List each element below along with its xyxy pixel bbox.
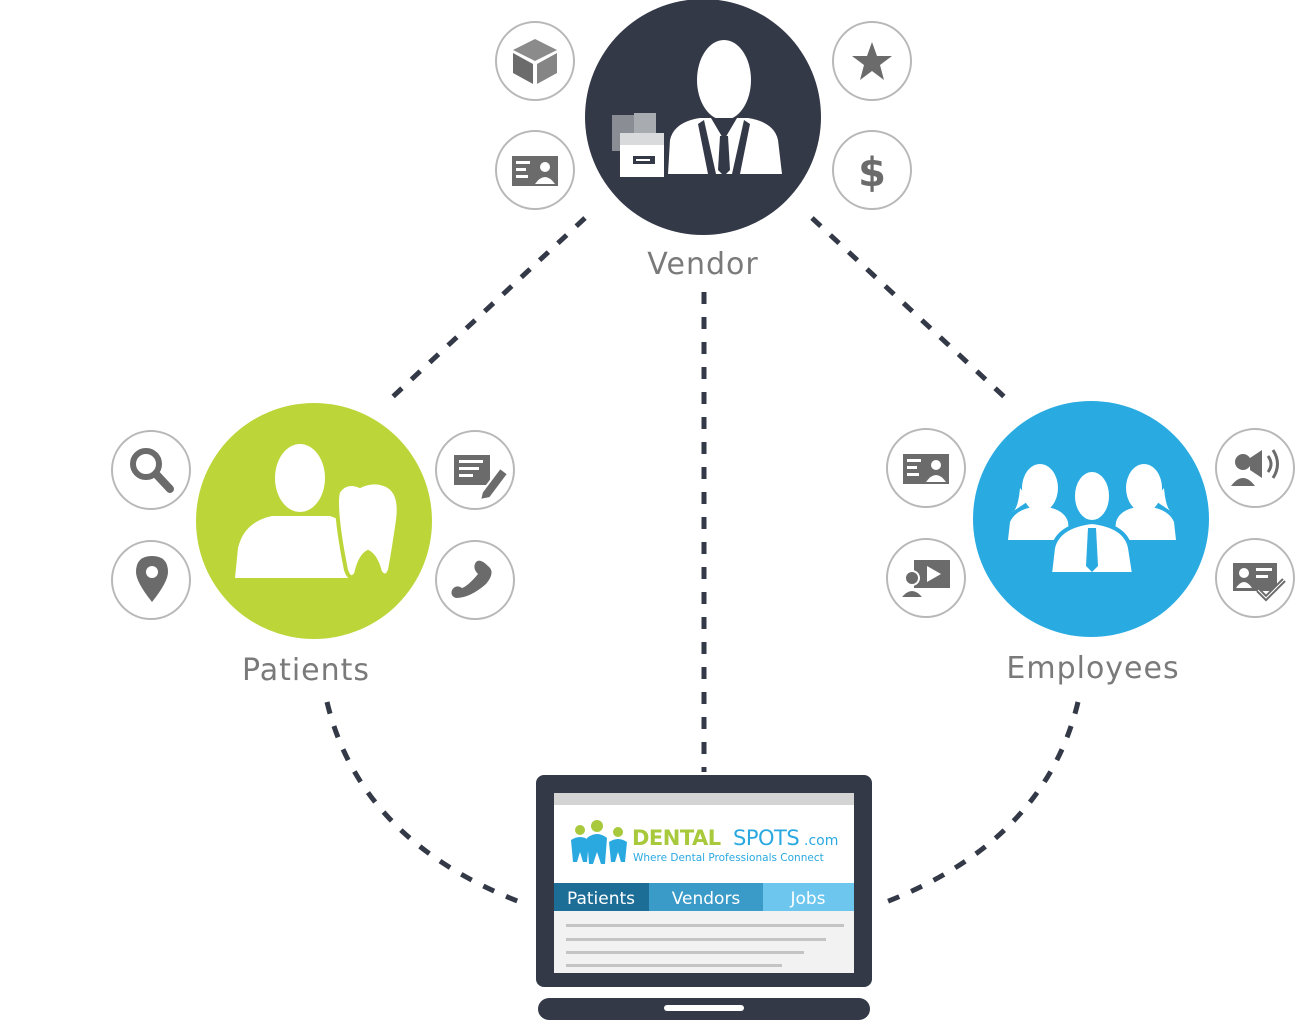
employees-node: Employees [886,401,1295,686]
patients-location-icon-button[interactable] [111,540,191,620]
placeholder-text-lines [566,924,844,967]
vendor-dollar-icon-button[interactable]: $ [832,130,912,210]
vendor-box-icon-button[interactable] [495,21,575,101]
location-pin-icon [136,556,168,602]
brand-dental: DENTAL [632,826,721,850]
brand-tagline: Where Dental Professionals Connect [633,852,824,864]
vendor-node: Vendor $ [495,0,912,282]
nav-tab-patients-label: Patients [567,889,635,909]
dollar-icon: $ [858,150,886,196]
brand-spots: SPOTS [733,826,799,850]
vendor-id-card-icon-button[interactable] [495,130,575,210]
connector-vendor-patients [383,216,587,406]
nav-tab-jobs[interactable]: Jobs [763,883,854,911]
patients-search-icon-button[interactable] [111,430,191,510]
edit-document-icon [454,455,510,502]
dentalspots-logo: DENTAL SPOTS .com Where Dental Professio… [571,820,838,864]
nav-tab-jobs-label: Jobs [789,889,825,909]
employees-verified-id-icon-button[interactable] [1215,538,1295,618]
employees-id-card-icon-button[interactable] [886,428,966,508]
search-icon [130,448,174,493]
content-area [554,911,854,973]
nav-tab-patients[interactable]: Patients [554,883,649,911]
connector-patients-laptop [324,701,521,905]
laptop: DENTAL SPOTS .com Where Dental Professio… [536,775,872,1020]
vendor-star-icon-button[interactable] [832,21,912,101]
nav-tab-vendors-label: Vendors [672,889,741,909]
businessman-icon [668,40,782,176]
speaker-icon [1231,449,1279,486]
patient-with-tooth-icon [235,444,401,580]
patients-phone-icon-button[interactable] [435,540,515,620]
box-icon [513,39,557,84]
browser-bar [554,793,854,805]
verified-id-icon [1233,563,1286,602]
site-nav: Patients Vendors Jobs [554,883,854,911]
patients-node: Patients [111,403,515,688]
brand-com: .com [804,833,838,849]
id-card-icon [512,156,558,186]
connectors [324,216,1081,905]
phone-icon [451,560,492,598]
teeth-mascots-icon [571,820,627,864]
laptop-trackpad-notch [664,1005,744,1011]
employees-label: Employees [1006,651,1179,686]
vendor-label: Vendor [647,247,758,282]
video-presentation-icon [897,560,950,599]
employees-speaker-icon-button[interactable] [1215,428,1295,508]
connector-employees-laptop [885,701,1081,905]
star-icon [852,42,892,80]
connector-vendor-employees [810,216,1014,406]
patients-edit-icon-button[interactable] [435,430,515,510]
nav-tab-vendors[interactable]: Vendors [649,883,763,911]
employees-group-icon [1008,464,1176,576]
boxes-icon [612,113,664,177]
id-card-icon [903,454,949,484]
employees-video-icon-button[interactable] [886,538,966,618]
patients-label: Patients [242,653,370,688]
